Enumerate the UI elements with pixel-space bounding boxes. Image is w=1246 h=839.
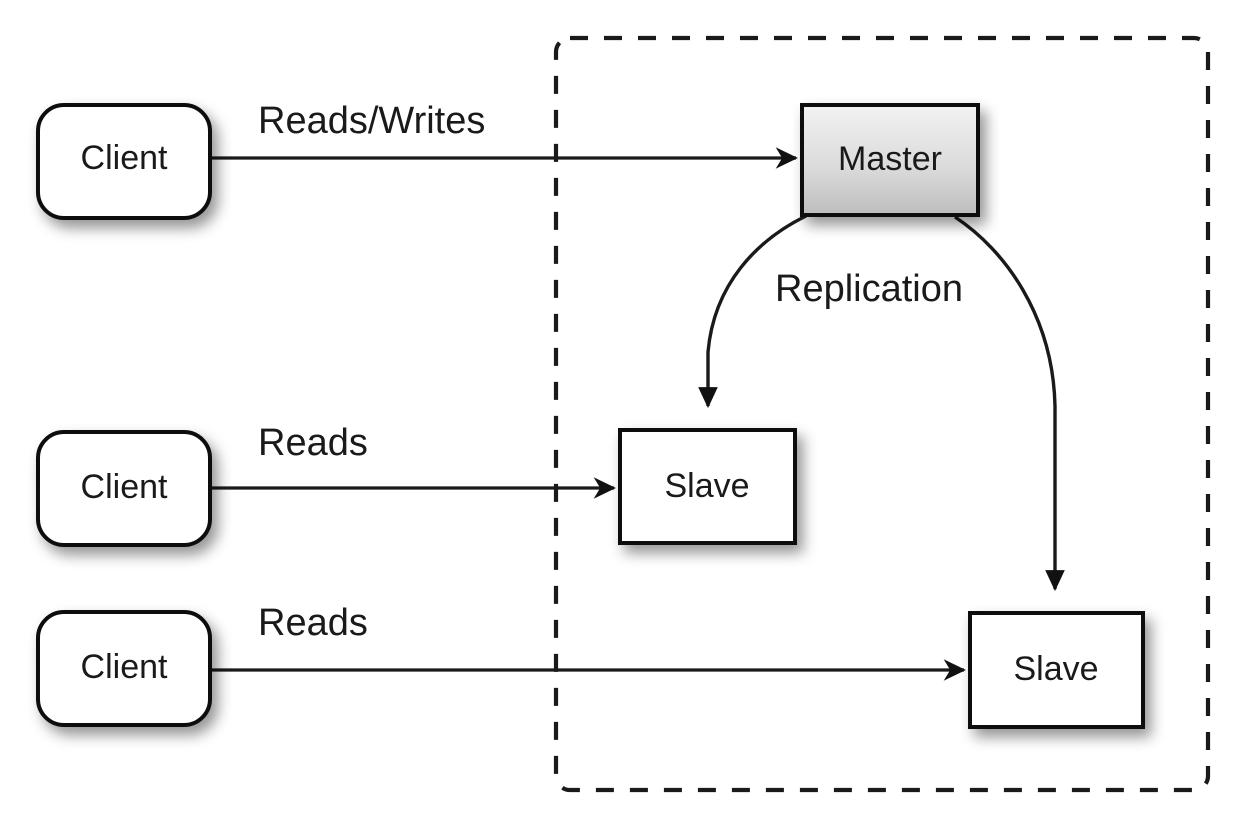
slave-1-label: Slave: [664, 467, 749, 505]
edge-master-slave2: [954, 215, 1065, 592]
node-client-1[interactable]: Client: [36, 103, 212, 220]
slave-2-box[interactable]: [968, 611, 1145, 729]
client-3-label: Client: [81, 648, 168, 686]
client-1-label: Client: [81, 139, 168, 177]
client-2-label: Client: [81, 468, 168, 506]
replication-curve-left: [698, 214, 807, 409]
edge-master-slave1: [698, 214, 807, 409]
slave-1-box[interactable]: [618, 428, 797, 545]
master-label: Master: [838, 140, 942, 178]
edge-label-replication: Replication: [775, 268, 963, 310]
database-cluster-boundary: [553, 35, 1211, 793]
node-slave-2[interactable]: Slave: [968, 611, 1145, 729]
node-master[interactable]: Master: [800, 103, 980, 217]
client-1-box[interactable]: [36, 103, 212, 220]
client-3-box[interactable]: [36, 610, 212, 727]
edge-label-reads-slave2: Reads: [258, 602, 368, 644]
edge-label-reads-writes: Reads/Writes: [258, 100, 485, 142]
client-2-box[interactable]: [36, 430, 212, 547]
master-box[interactable]: [800, 103, 980, 217]
replication-curve-right: [954, 215, 1065, 592]
node-client-3[interactable]: Client: [36, 610, 212, 727]
edge-label-reads-slave1: Reads: [258, 422, 368, 464]
slave-2-label: Slave: [1013, 650, 1098, 688]
node-slave-1[interactable]: Slave: [618, 428, 797, 545]
node-client-2[interactable]: Client: [36, 430, 212, 547]
